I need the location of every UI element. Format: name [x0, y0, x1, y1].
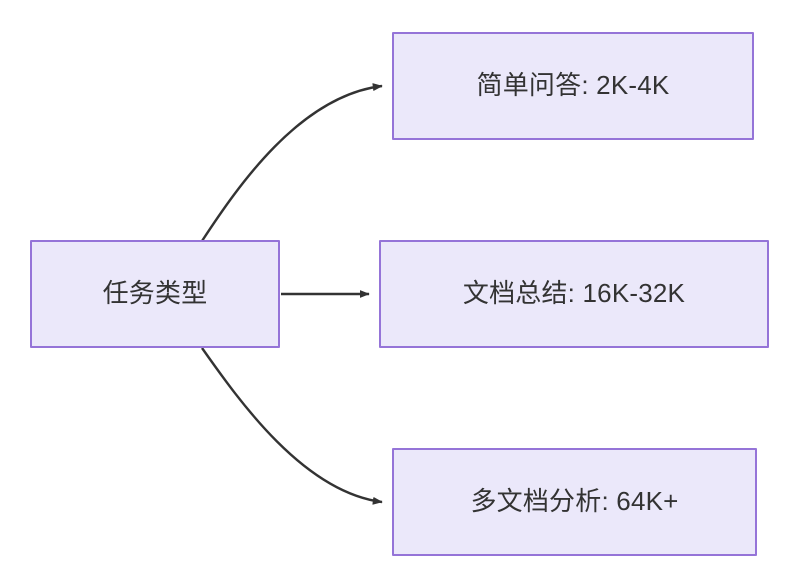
node-simple-qa-label: 简单问答: 2K-4K: [476, 70, 670, 101]
node-task-type[interactable]: 任务类型: [30, 240, 280, 348]
edge-root-to-multi-doc: [201, 347, 383, 505]
node-multi-document-analysis[interactable]: 多文档分析: 64K+: [392, 448, 757, 556]
node-multi-document-analysis-label: 多文档分析: 64K+: [470, 486, 679, 517]
node-task-type-label: 任务类型: [102, 278, 208, 309]
node-simple-qa[interactable]: 简单问答: 2K-4K: [392, 32, 754, 140]
node-document-summary[interactable]: 文档总结: 16K-32K: [379, 240, 769, 348]
node-document-summary-label: 文档总结: 16K-32K: [462, 278, 686, 309]
edge-root-to-simple-qa: [200, 83, 383, 242]
